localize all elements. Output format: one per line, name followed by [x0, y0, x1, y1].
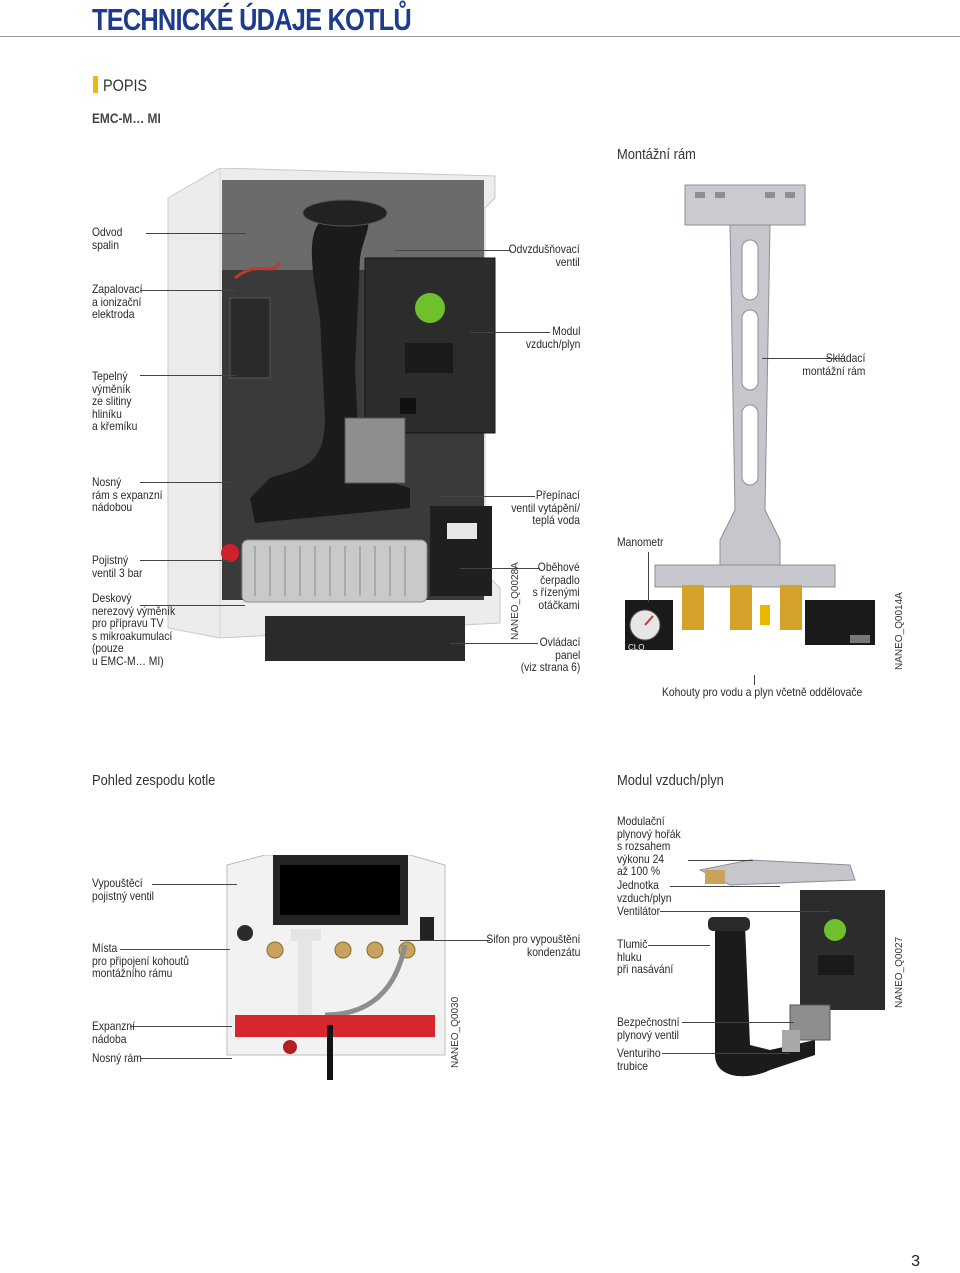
label-gas-safety-valve: Bezpečnostní plynový ventil: [617, 1015, 680, 1042]
leader-line: [682, 1022, 794, 1023]
module-heading: Modul vzduch/plyn: [617, 772, 724, 789]
label-flue-outlet: Odvod spalin: [92, 225, 123, 252]
label-siphon: Sifon pro vypouštění kondenzátu: [485, 932, 580, 959]
label-intake-silencer: Tlumič hluku při nasávání: [617, 937, 674, 976]
leader-line: [470, 332, 550, 333]
leader-line: [400, 940, 490, 941]
bottom-heading: Pohled zespodu kotle: [92, 772, 216, 789]
leader-line: [140, 290, 236, 291]
image-code: NANEO_Q0014A: [894, 592, 905, 670]
leader-line: [670, 886, 780, 887]
label-connection-points: Místa pro připojení kohoutů montážního r…: [92, 941, 189, 980]
leader-line: [648, 552, 649, 602]
bottom-view-illustration: [226, 855, 446, 1080]
image-code: NANEO_Q0028A: [510, 562, 521, 640]
frame-heading: Montážní rám: [617, 146, 696, 163]
label-ignition-electrode: Zapalovací a ionizační elektroda: [92, 282, 143, 321]
leader-line: [762, 358, 844, 359]
label-drain-valve: Vypouštěcí pojistný ventil: [92, 876, 154, 903]
leader-line: [120, 949, 230, 950]
mounting-frame-illustration: CLO: [625, 184, 875, 652]
leader-line: [648, 945, 710, 946]
image-code: NANEO_Q0027: [894, 936, 905, 1008]
leader-line: [140, 375, 236, 376]
label-plate-exchanger: Deskový nerezový výměník pro přípravu TV…: [92, 591, 176, 668]
label-air-gas-module: Modul vzduch/plyn: [525, 324, 580, 351]
label-folding-frame: Skládací montážní rám: [801, 351, 865, 378]
label-burner: Modulační plynový hořák s rozsahem výkon…: [617, 814, 681, 878]
label-manometer: Manometr: [617, 535, 664, 549]
label-support-frame-bottom: Nosný rám: [92, 1051, 142, 1065]
label-expansion-vessel: Expanzní nádoba: [92, 1019, 136, 1046]
leader-line: [450, 643, 538, 644]
page-title: TECHNICKÉ ÚDAJE KOTLŮ: [92, 2, 412, 37]
leader-line: [440, 496, 535, 497]
label-diverter-valve: Přepínací ventil vytápění/ teplá voda: [511, 488, 580, 527]
section-marker: [93, 76, 98, 93]
label-venturi: Venturiho trubice: [617, 1046, 661, 1073]
leader-line: [140, 605, 245, 606]
leader-line: [140, 482, 230, 483]
page-number: 3: [911, 1253, 920, 1270]
leader-line: [152, 884, 237, 885]
label-heat-exchanger: Tepelný výměník ze slitiny hliníku a kře…: [92, 369, 138, 433]
section-title: POPIS: [103, 76, 148, 95]
leader-line: [140, 1058, 232, 1059]
label-fan: Ventilátor: [617, 904, 661, 918]
leader-line: [140, 560, 230, 561]
leader-line: [688, 860, 753, 861]
label-support-frame: Nosný rám s expanzní nádobou: [92, 475, 163, 514]
label-safety-valve: Pojistný ventil 3 bar: [92, 553, 143, 580]
label-air-vent: Odvzdušňovací ventil: [508, 242, 580, 269]
label-control-panel: Ovládací panel (viz strana 6): [520, 635, 580, 674]
leader-line: [460, 568, 540, 569]
leader-line: [130, 1026, 232, 1027]
frame-caption: Kohouty pro vodu a plyn včetně oddělovač…: [662, 685, 863, 699]
model-name: EMC-M… MI: [92, 110, 161, 126]
label-air-gas-unit: Jednotka vzduch/plyn: [617, 878, 672, 905]
air-gas-module-illustration: [698, 859, 885, 1077]
leader-line: [754, 675, 755, 685]
image-code: NANEO_Q0030: [450, 996, 461, 1068]
boiler-illustration: [167, 168, 501, 661]
header-divider: [0, 36, 960, 37]
manometer-text: CLO: [628, 643, 644, 652]
leader-line: [660, 911, 830, 912]
leader-line: [146, 233, 246, 234]
leader-line: [662, 1053, 790, 1054]
leader-line: [395, 250, 511, 251]
label-circulation-pump: Oběhové čerpadlo s řízenými otáčkami: [532, 560, 580, 612]
